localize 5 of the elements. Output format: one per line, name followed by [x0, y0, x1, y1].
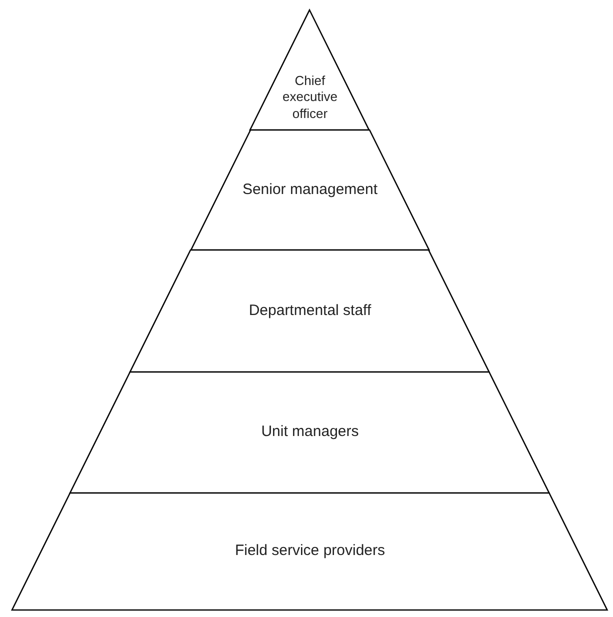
tier-label: Field service providers — [234, 542, 386, 561]
tier-label: Departmental staff — [248, 302, 372, 320]
tier-label: Unit managers — [260, 423, 360, 442]
tier-label: Chief executive officer — [282, 73, 338, 122]
tier-label: Senior management — [241, 180, 379, 200]
